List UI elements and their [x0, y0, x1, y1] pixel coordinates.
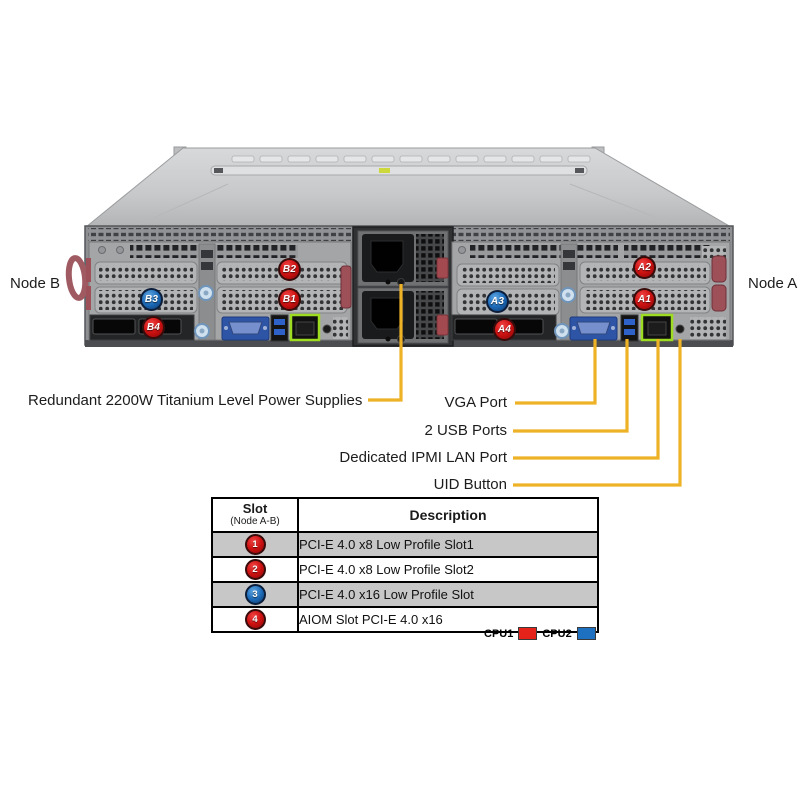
slot-badge-a1: A1: [633, 288, 656, 311]
usb-ports: [620, 314, 639, 342]
table-row: 4 AIOM Slot PCI-E 4.0 x16: [211, 606, 599, 633]
slot-number-badge: 4: [244, 609, 266, 630]
slot-badge-b1: B1: [278, 288, 301, 311]
usb-callout-line: [513, 339, 629, 433]
chassis-lid: [84, 146, 733, 228]
node-b-label: Node B: [10, 275, 61, 292]
description-column-header: Description: [297, 497, 599, 533]
slot-badge-a4: A4: [493, 318, 516, 341]
slot-description-table: Slot (Node A-B) Description 1 PCI-E 4.0 …: [211, 497, 599, 633]
slot-badge-a2: A2: [633, 256, 656, 279]
slot-badge-b2: B2: [278, 258, 301, 281]
node-b-uid-button: [322, 324, 332, 334]
ipmi-callout-label: Dedicated IPMI LAN Port: [339, 449, 507, 466]
slot-badge-a3: A3: [486, 290, 509, 313]
uid-callout-label: UID Button: [433, 476, 507, 493]
slot-description: AIOM Slot PCI-E 4.0 x16: [297, 606, 599, 633]
slot-number-badge: 1: [244, 534, 266, 555]
slot-badge-b4: B4: [142, 316, 165, 339]
slot-description: PCI-E 4.0 x16 Low Profile Slot: [297, 581, 599, 608]
slot-column-header: Slot: [242, 501, 268, 516]
slot-number-badge: 3: [244, 584, 266, 605]
psu-callout-label: Redundant 2200W Titanium Level Power Sup…: [28, 392, 363, 409]
callout-lines: [368, 284, 682, 487]
table-row: 3 PCI-E 4.0 x16 Low Profile Slot: [211, 581, 599, 608]
uid-callout-line: [513, 339, 682, 487]
power-supplies: [352, 226, 454, 347]
slot-description: PCI-E 4.0 x8 Low Profile Slot2: [297, 556, 599, 583]
table-row: 2 PCI-E 4.0 x8 Low Profile Slot2: [211, 556, 599, 583]
slot-description: PCI-E 4.0 x8 Low Profile Slot1: [297, 531, 599, 558]
node-b-lan-port: [289, 313, 321, 342]
uid-button: [675, 324, 685, 334]
usb-callout-label: 2 USB Ports: [424, 422, 507, 439]
table-row: 1 PCI-E 4.0 x8 Low Profile Slot1: [211, 531, 599, 558]
ipmi-lan-port: [640, 313, 674, 342]
cpu1-color-swatch: [518, 627, 538, 640]
lan-callout-line: [513, 339, 660, 460]
cpu2-label: CPU2: [542, 627, 572, 640]
vga-callout-label: VGA Port: [444, 394, 507, 411]
node-b-handle: [65, 255, 91, 310]
node-b-vga-port: [221, 316, 270, 341]
slot-number-badge: 2: [244, 559, 266, 580]
slot-badge-b3: B3: [140, 288, 163, 311]
node-b-usb-ports: [270, 314, 289, 342]
cpu2-color-swatch: [576, 627, 596, 640]
node-a-label: Node A: [748, 275, 798, 292]
vga-callout-line: [515, 339, 597, 405]
cpu1-label: CPU1: [484, 627, 514, 640]
psu-callout-line: [368, 284, 403, 402]
vga-port: [569, 316, 618, 341]
cpu-color-legend: CPU1 CPU2: [484, 627, 596, 640]
node-b-panel: [88, 241, 352, 342]
table-header-row: Slot (Node A-B) Description: [211, 497, 599, 533]
slot-column-subheader: (Node A-B): [230, 516, 280, 527]
